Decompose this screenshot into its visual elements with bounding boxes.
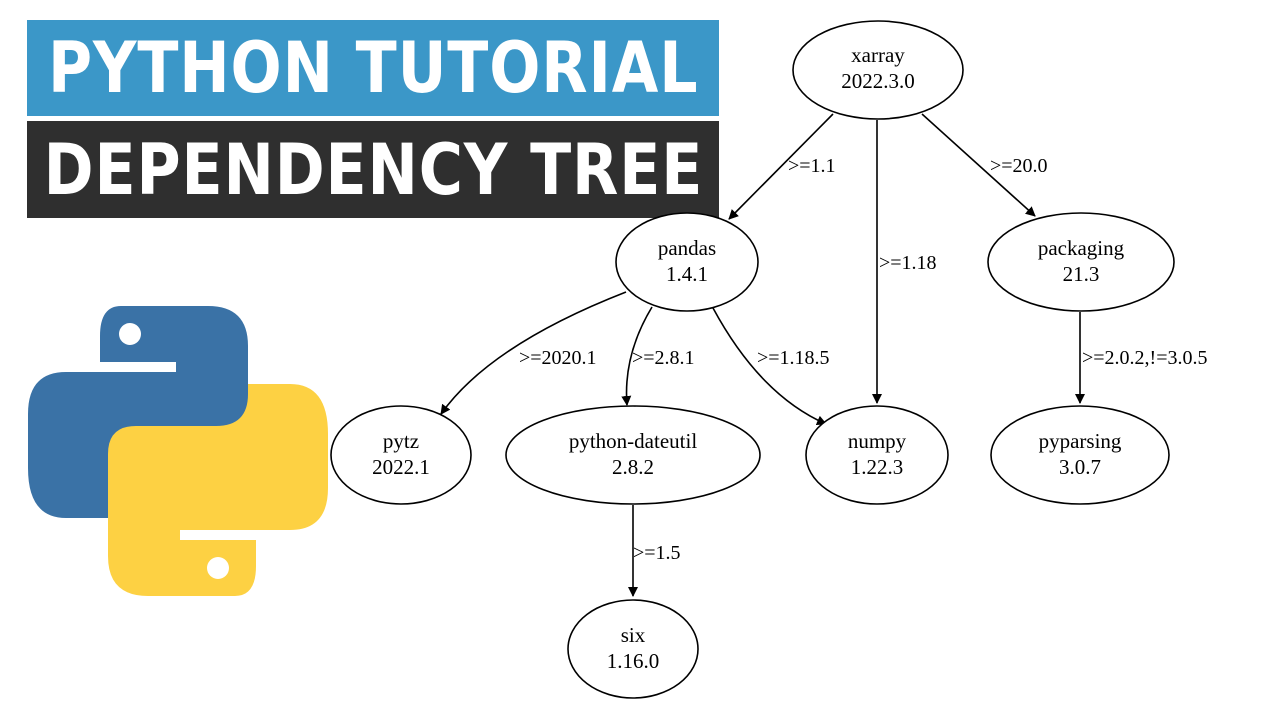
edge-label-xarray-packaging: >=20.0 [990,155,1048,177]
edge-label-packaging-pyparsing: >=2.0.2,!=3.0.5 [1082,347,1208,369]
node-name: six [621,623,646,647]
python-logo-yellow-snake [108,384,328,596]
node-ellipse [615,212,759,312]
title-banner: PYTHON TUTORIAL [27,20,719,116]
title-line-1: PYTHON TUTORIAL [47,27,699,109]
python-logo-icon [28,306,328,596]
graph-node-packaging: packaging 21.3 [987,212,1175,312]
node-name: pandas [658,236,716,260]
node-name: numpy [848,429,907,453]
python-logo-yellow-eye [207,557,229,579]
node-version: 2022.3.0 [841,69,915,93]
edge-label-pandas-python-dateutil: >=2.8.1 [632,347,695,369]
edge-pandas-python-dateutil [621,306,653,406]
node-ellipse [990,405,1170,505]
edge-label-pandas-pytz: >=2020.1 [519,347,597,369]
graph-node-xarray: xarray 2022.3.0 [792,20,964,120]
node-version: 3.0.7 [1059,455,1101,479]
edge-pandas-numpy [712,307,827,425]
node-ellipse [987,212,1175,312]
edge-xarray-pandas [728,113,834,220]
node-version: 2022.1 [372,455,430,479]
edge-labels: >=1.1 >=1.18 >=20.0 >=2020.1 >=2.8.1 >=1… [519,155,1208,564]
python-logo-blue-eye [119,323,141,345]
node-version: 1.22.3 [851,455,904,479]
edge-label-python-dateutil-six: >=1.5 [633,542,681,564]
node-version: 1.4.1 [666,262,708,286]
node-name: pyparsing [1039,429,1122,453]
edge-label-xarray-numpy: >=1.18 [879,252,937,274]
edge-pandas-pytz [440,291,627,415]
node-ellipse [567,599,699,699]
node-version: 1.16.0 [607,649,660,673]
node-ellipse [330,405,472,505]
node-ellipse [505,405,761,505]
edge-label-pandas-numpy: >=1.18.5 [757,347,830,369]
edge-label-xarray-pandas: >=1.1 [788,155,836,177]
node-name: packaging [1038,236,1125,260]
graph-edges [440,113,1085,597]
node-version: 21.3 [1063,262,1100,286]
edge-xarray-packaging [921,113,1036,217]
graph-node-pytz: pytz 2022.1 [330,405,472,505]
graph-node-pyparsing: pyparsing 3.0.7 [990,405,1170,505]
graph-node-pandas: pandas 1.4.1 [615,212,759,312]
node-name: python-dateutil [569,429,697,453]
subtitle-banner: DEPENDENCY TREE [27,121,719,218]
title-line-2: DEPENDENCY TREE [43,128,703,211]
graph-node-six: six 1.16.0 [567,599,699,699]
node-name: pytz [383,429,419,453]
graph-node-numpy: numpy 1.22.3 [805,405,949,505]
node-ellipse [805,405,949,505]
graph-node-python-dateutil: python-dateutil 2.8.2 [505,405,761,505]
node-name: xarray [851,43,905,67]
node-version: 2.8.2 [612,455,654,479]
node-ellipse [792,20,964,120]
